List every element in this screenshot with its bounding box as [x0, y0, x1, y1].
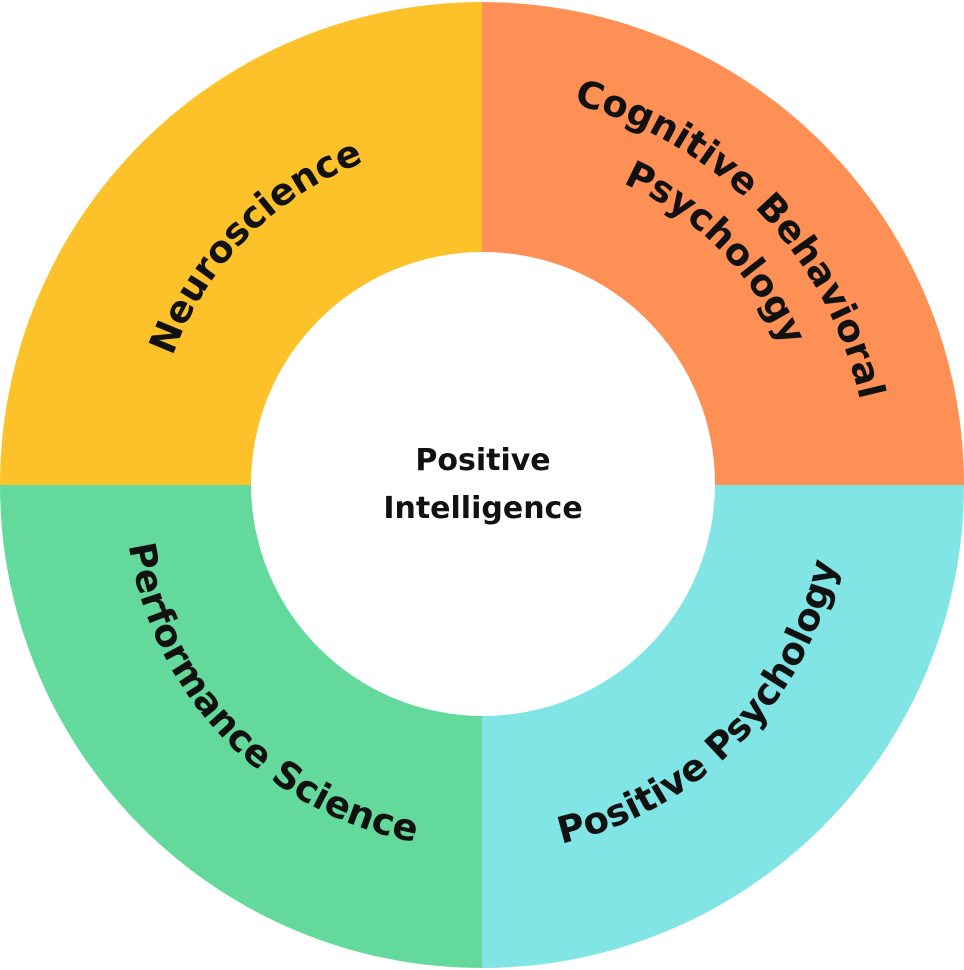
center-circle — [251, 252, 715, 716]
center-label-line2: Intelligence — [383, 491, 582, 526]
center-label-line1: Positive — [415, 443, 550, 478]
